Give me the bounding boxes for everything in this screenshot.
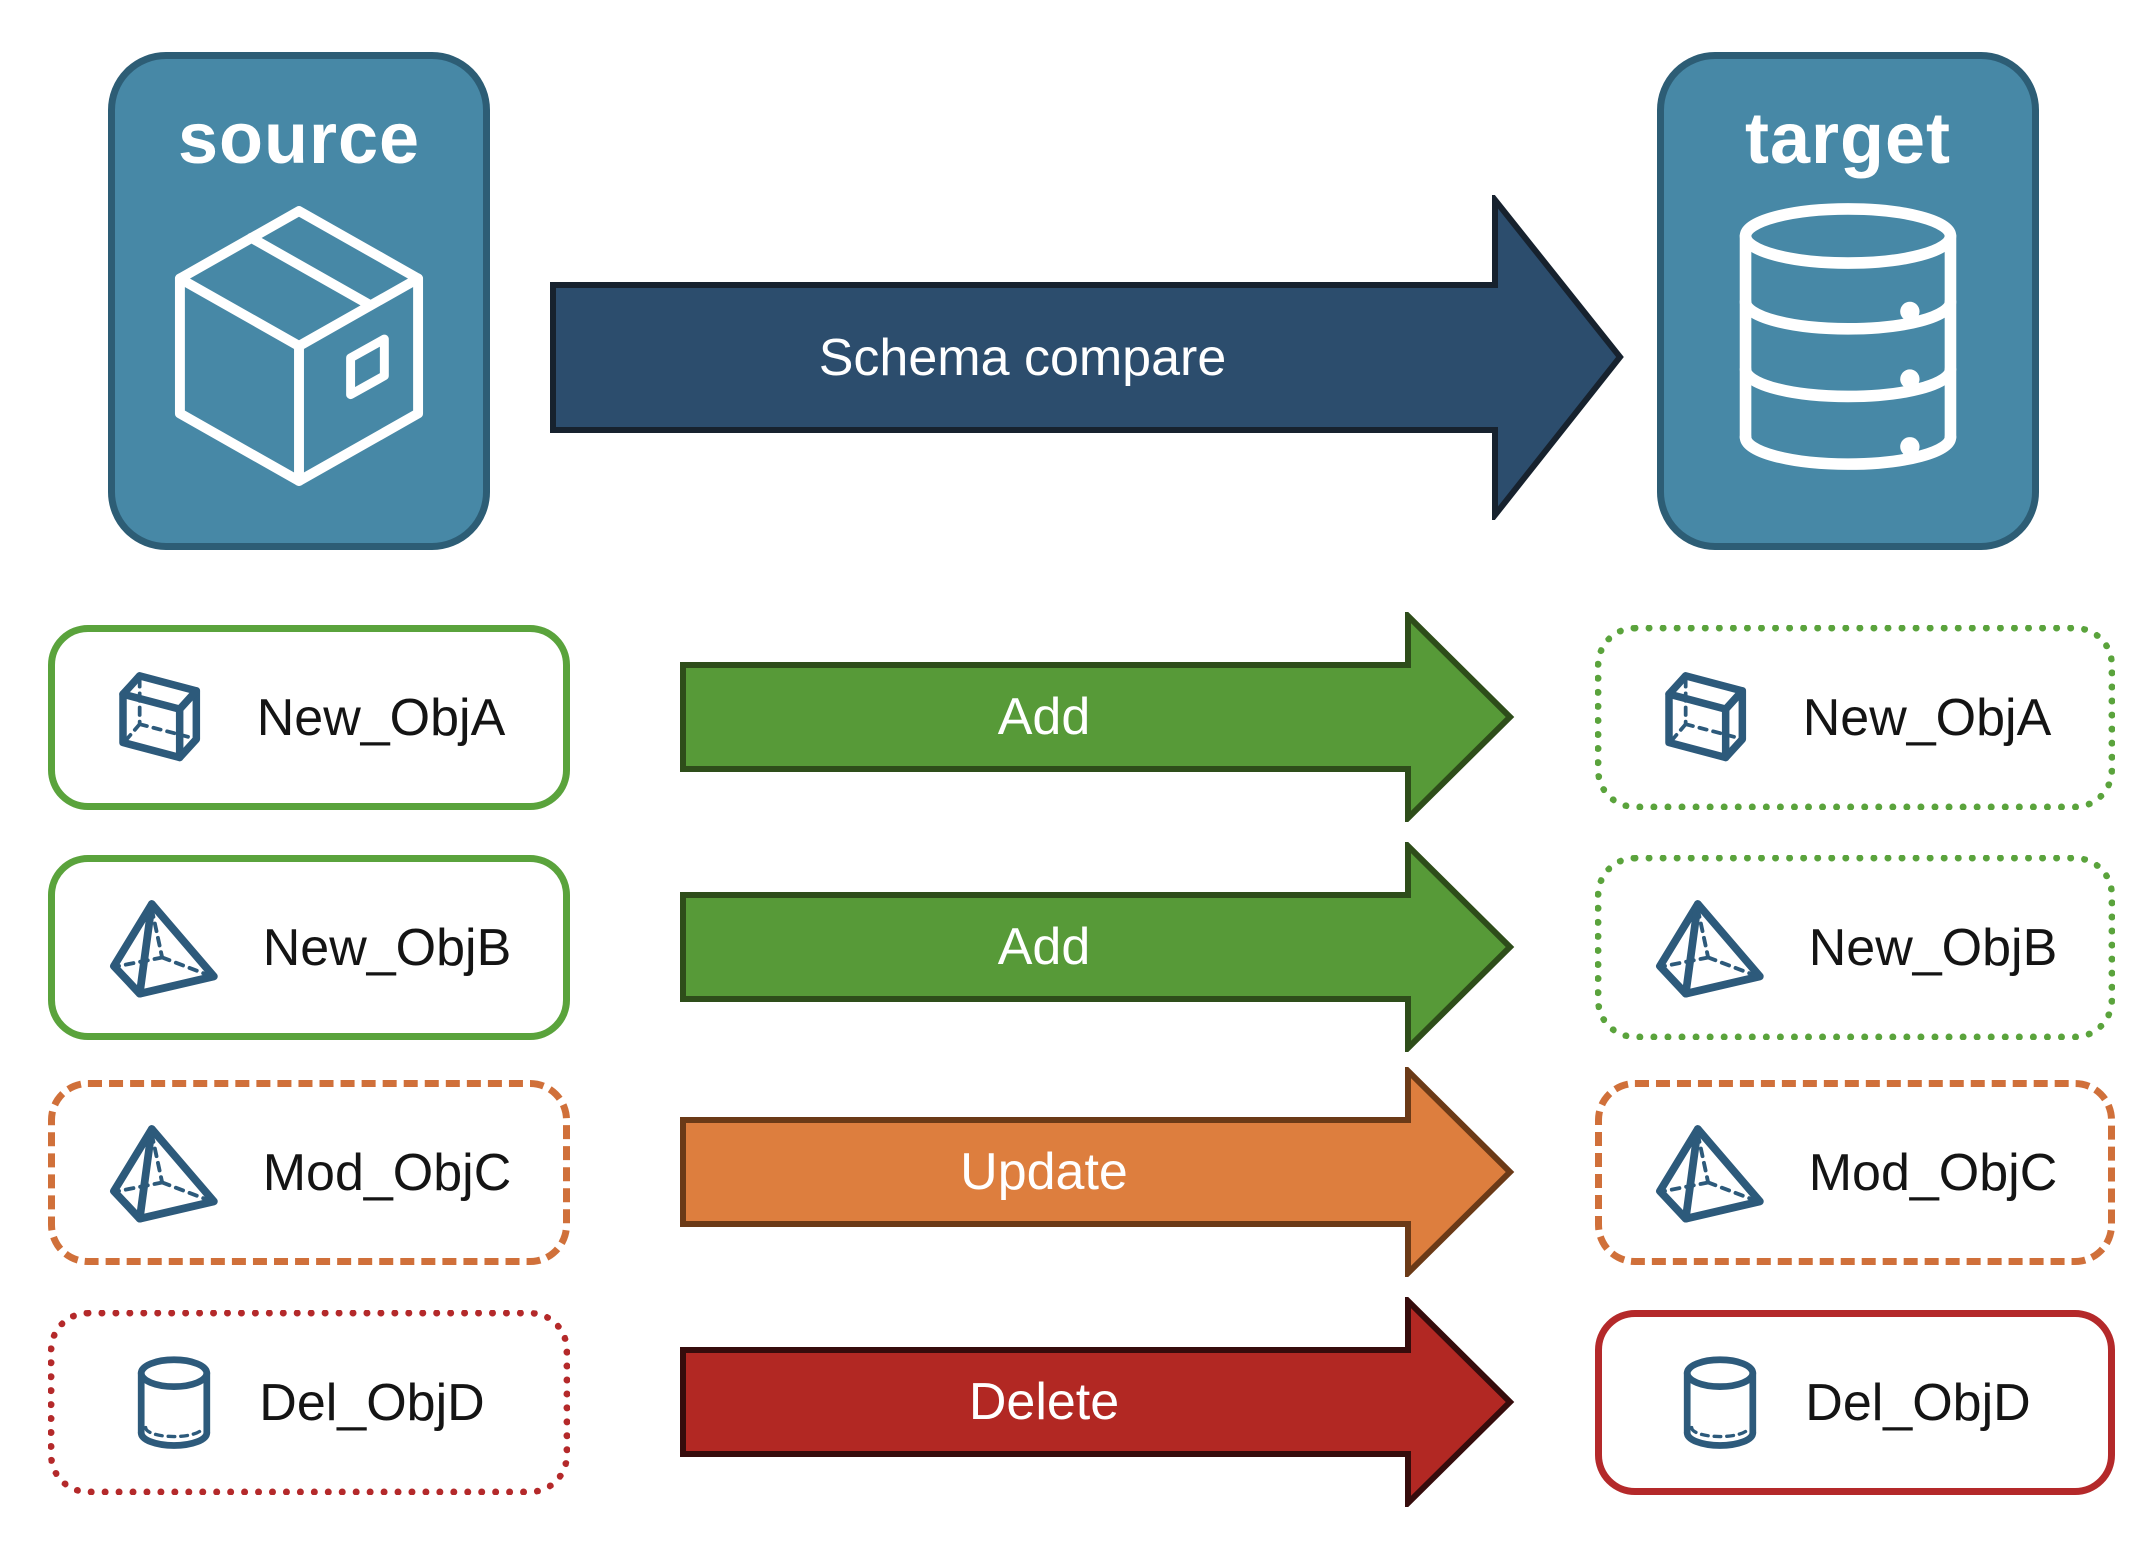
object-label: Mod_ObjC <box>262 1143 512 1202</box>
pyramid-icon <box>107 897 219 999</box>
object-label: New_ObjA <box>1802 688 2052 747</box>
source-object-box: New_ObjB <box>48 855 570 1040</box>
object-label: Del_ObjD <box>1805 1373 2031 1432</box>
object-label: Del_ObjD <box>259 1373 485 1432</box>
pyramid-icon <box>1653 897 1765 999</box>
object-label: New_ObjB <box>262 918 512 977</box>
source-object-box: Mod_ObjC <box>48 1080 570 1265</box>
add-arrow: Add <box>680 842 1515 1052</box>
update-arrow-shape <box>680 1067 1515 1277</box>
cube-icon <box>113 669 213 766</box>
row-mod-objc: Mod_ObjC Update Mod_ObjC <box>0 1067 2150 1277</box>
object-label: New_ObjB <box>1808 918 2058 977</box>
cylinder-icon <box>1679 1353 1761 1453</box>
target-title: target <box>1744 99 1952 179</box>
update-arrow: Update <box>680 1067 1515 1277</box>
target-object-box: New_ObjA <box>1595 625 2115 810</box>
pyramid-icon <box>1653 1122 1765 1224</box>
package-icon <box>170 197 428 495</box>
database-icon <box>1732 197 1964 478</box>
add-arrow-shape <box>680 842 1515 1052</box>
row-del-objd: Del_ObjD Delete Del_ObjD <box>0 1297 2150 1507</box>
add-arrow: Add <box>680 612 1515 822</box>
row-new-obja: New_ObjA Add New_ObjA <box>0 612 2150 822</box>
object-label: Mod_ObjC <box>1808 1143 2058 1202</box>
target-object-box: Mod_ObjC <box>1595 1080 2115 1265</box>
pyramid-icon <box>107 1122 219 1224</box>
schema-compare-arrow: Schema compare <box>550 195 1625 520</box>
target-object-box: Del_ObjD <box>1595 1310 2115 1495</box>
source-object-box: Del_ObjD <box>48 1310 570 1495</box>
schema-compare-arrow-shape <box>550 195 1624 520</box>
cube-icon <box>1659 669 1759 766</box>
delete-arrow-shape <box>680 1297 1515 1507</box>
row-new-objb: New_ObjB Add New_ObjB <box>0 842 2150 1052</box>
source-object-box: New_ObjA <box>48 625 570 810</box>
object-label: New_ObjA <box>256 688 506 747</box>
source-title: source <box>177 99 421 179</box>
cylinder-icon <box>133 1353 215 1453</box>
add-arrow-shape <box>680 612 1515 822</box>
target-node: target <box>1657 52 2039 550</box>
target-object-box: New_ObjB <box>1595 855 2115 1040</box>
delete-arrow: Delete <box>680 1297 1515 1507</box>
source-node: source <box>108 52 490 550</box>
